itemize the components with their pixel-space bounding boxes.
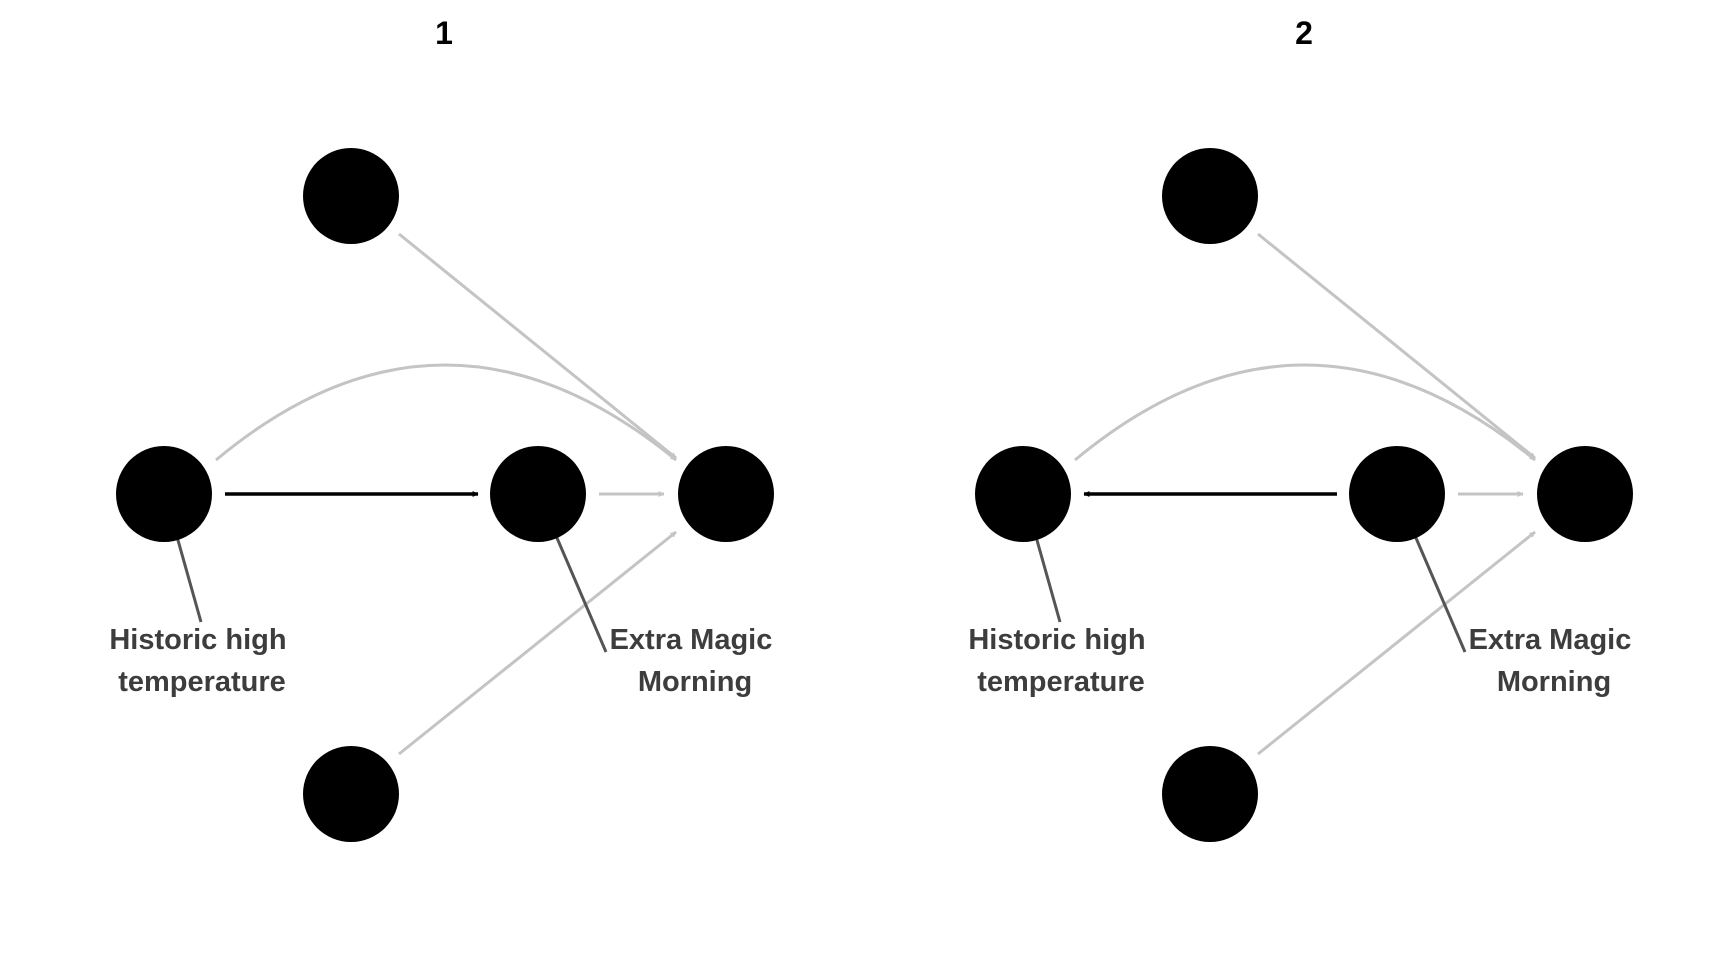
label-historic-line-2: temperature [118, 666, 286, 698]
edge-top-to-outcome [398, 232, 677, 460]
edge-bottom-to-outcome [1257, 530, 1536, 756]
panel-1-title: 1 [435, 15, 453, 51]
label-leader-emm [549, 523, 608, 653]
label-historic-line-1: Historic high [968, 624, 1145, 656]
label-historic-line-1: Historic high [109, 624, 286, 656]
label-emm: Extra Magic Morning [1469, 624, 1640, 698]
edge-historic-to-outcome-curve [1074, 363, 1536, 462]
node-outcome [678, 446, 774, 542]
label-emm-line-2: Morning [638, 666, 752, 698]
node-bottom [303, 746, 399, 842]
label-leader-emm [1408, 523, 1467, 653]
node-top [303, 148, 399, 244]
panel-2-title: 2 [1295, 15, 1313, 51]
label-emm: Extra Magic Morning [610, 624, 781, 698]
node-historic [116, 446, 212, 542]
label-emm-line-2: Morning [1497, 666, 1611, 698]
edge-historic-to-outcome-curve [215, 363, 677, 462]
edge-bottom-to-outcome [398, 530, 677, 756]
label-historic: Historic high temperature [109, 624, 294, 698]
node-emm [1349, 446, 1445, 542]
label-historic-line-2: temperature [977, 666, 1145, 698]
label-emm-line-1: Extra Magic [610, 624, 773, 656]
edge-top-to-outcome [1257, 232, 1536, 460]
label-leader-historic [172, 525, 203, 623]
node-top [1162, 148, 1258, 244]
panel-1: 1 Historic high temperature Extra Magic … [109, 15, 781, 842]
node-bottom [1162, 746, 1258, 842]
node-historic [975, 446, 1071, 542]
node-outcome [1537, 446, 1633, 542]
label-historic: Historic high temperature [968, 624, 1153, 698]
panel-2: 2 Historic high temperature Extra Magic … [968, 15, 1640, 842]
label-leader-historic [1031, 525, 1062, 623]
node-emm [490, 446, 586, 542]
label-emm-line-1: Extra Magic [1469, 624, 1632, 656]
